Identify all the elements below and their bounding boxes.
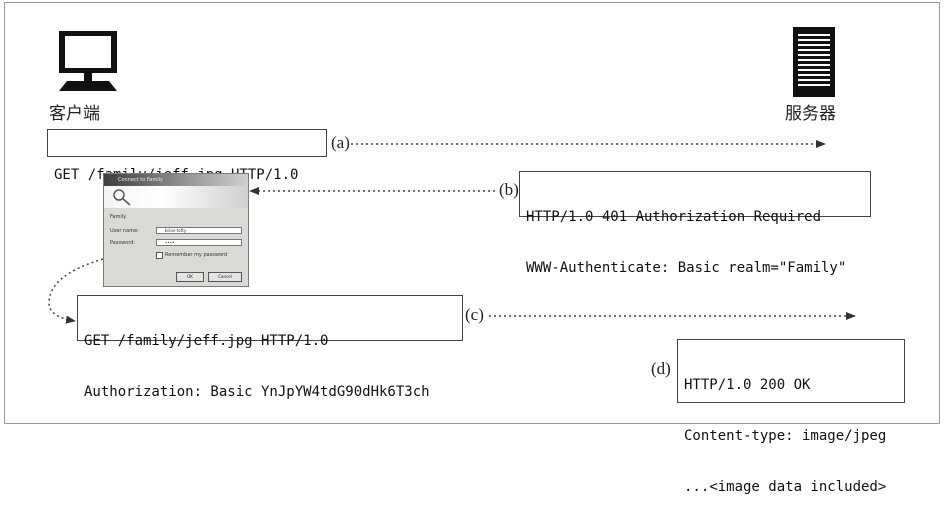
dialog-user-label: User name: <box>110 228 139 234</box>
login-dialog: Connect to Family Family User name: bria… <box>103 173 249 287</box>
message-b: HTTP/1.0 401 Authorization Required WWW-… <box>519 171 871 276</box>
message-a: GET /family/jeff.jpg HTTP/1.0 <box>47 129 327 183</box>
dialog-title: Connect to Family <box>104 174 248 186</box>
message-c: GET /family/jeff.jpg HTTP/1.0 Authorizat… <box>77 295 463 400</box>
message-d-line-2: Content-type: image/jpeg <box>684 428 887 444</box>
message-b-line-2: WWW-Authenticate: Basic realm="Family" <box>526 260 847 276</box>
step-label-a: (a) <box>331 133 350 152</box>
dialog-banner <box>104 186 248 208</box>
dialog-remember-label: Remember my password <box>165 252 228 258</box>
server-label: 服务器 <box>785 104 836 124</box>
dialog-ok-button[interactable]: OK <box>176 272 204 282</box>
server-icon <box>793 27 835 97</box>
dialog-password-label: Password: <box>110 240 136 246</box>
dialog-cancel-button[interactable]: Cancel <box>208 272 242 282</box>
arrows-layer <box>48 140 856 324</box>
computer-icon <box>59 31 117 91</box>
message-d: HTTP/1.0 200 OK Content-type: image/jpeg… <box>677 339 905 495</box>
key-icon <box>113 189 131 206</box>
client-label: 客户端 <box>49 104 100 124</box>
message-d-line-1: HTTP/1.0 200 OK <box>684 377 811 393</box>
diagram-frame: 客户端 服务器 GET /family/jeff.jpg HTTP/1.0 (a… <box>4 2 940 495</box>
step-label-c: (c) <box>465 305 484 324</box>
remember-checkbox[interactable] <box>156 252 163 259</box>
dialog-realm: Family <box>110 214 127 220</box>
step-label-d: (d) <box>651 359 671 378</box>
message-b-line-1: HTTP/1.0 401 Authorization Required <box>526 209 822 225</box>
dialog-password-field[interactable]: •••• <box>156 239 242 246</box>
dialog-user-field[interactable]: brian-totty <box>156 227 242 234</box>
step-label-b: (b) <box>499 180 519 199</box>
message-d-line-3: ...<image data included> <box>684 479 887 495</box>
message-c-line-2: Authorization: Basic YnJpYW4tdG90dHk6T3c… <box>84 384 430 400</box>
message-c-line-1: GET /family/jeff.jpg HTTP/1.0 <box>84 333 329 349</box>
